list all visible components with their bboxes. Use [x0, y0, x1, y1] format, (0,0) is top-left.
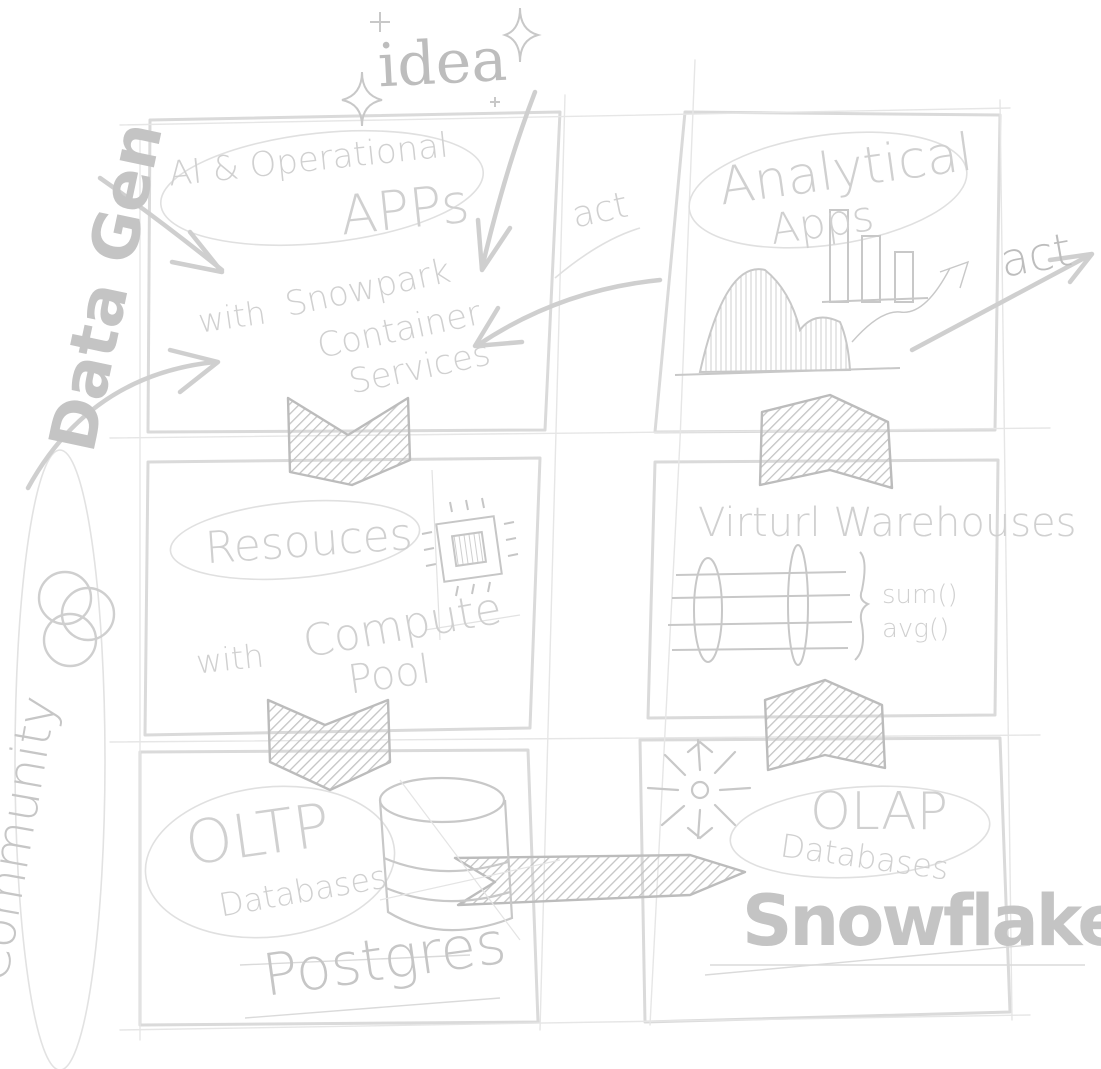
community-arrowhead: [167, 347, 221, 395]
act-right-arrowhead: [1047, 251, 1095, 285]
analytical-ellipse: [688, 131, 968, 249]
warehouse-table-icon: [667, 544, 871, 666]
connector-warehouses-olap: [763, 678, 887, 772]
analytical-to-ai-arrowhead: [472, 305, 525, 349]
analytical-to-ai-arrow: [475, 277, 663, 348]
snowflake-logo-icon: [646, 738, 752, 840]
idea-label: idea: [376, 24, 509, 102]
cpu-chip-icon: [421, 469, 521, 641]
community-ellipse: [14, 449, 106, 1069]
with-compute-label: with: [194, 636, 266, 682]
ai-apps-title-line2: APPs: [337, 171, 473, 248]
sum-function-label: sum(): [882, 580, 958, 610]
virtual-warehouses-label: Virturl Warehouses: [698, 500, 1077, 546]
connector-resources-oltp: [266, 698, 392, 792]
connector-analytical-warehouses: [758, 393, 894, 490]
idea-arrowhead: [475, 217, 513, 273]
snowflake-label: Snowflake: [742, 880, 1101, 962]
olap-title-line1: OLAP: [810, 782, 949, 842]
community-arrow: [25, 359, 218, 491]
arrow-oltp-to-olap: [453, 853, 747, 907]
oltp-ellipse: [144, 785, 396, 939]
data-gen-arrowhead: [169, 229, 225, 275]
avg-function-label: avg(): [882, 614, 950, 644]
olap-ellipse: [729, 785, 991, 879]
box-analytical: [653, 110, 1002, 434]
sparkle-icon: [341, 7, 542, 127]
analytical-chart-icon: [674, 209, 970, 376]
resources-ellipse: [169, 499, 421, 581]
act-right-arrow: [909, 252, 1093, 353]
community-venn-icon: [37, 570, 116, 668]
data-gen-arrow: [97, 175, 225, 273]
connector-ai-resources: [286, 396, 412, 487]
box-ai-apps: [146, 110, 562, 434]
postgres-database-icon: [378, 776, 561, 941]
ai-apps-ellipse: [159, 129, 485, 247]
idea-arrow: [479, 89, 538, 271]
